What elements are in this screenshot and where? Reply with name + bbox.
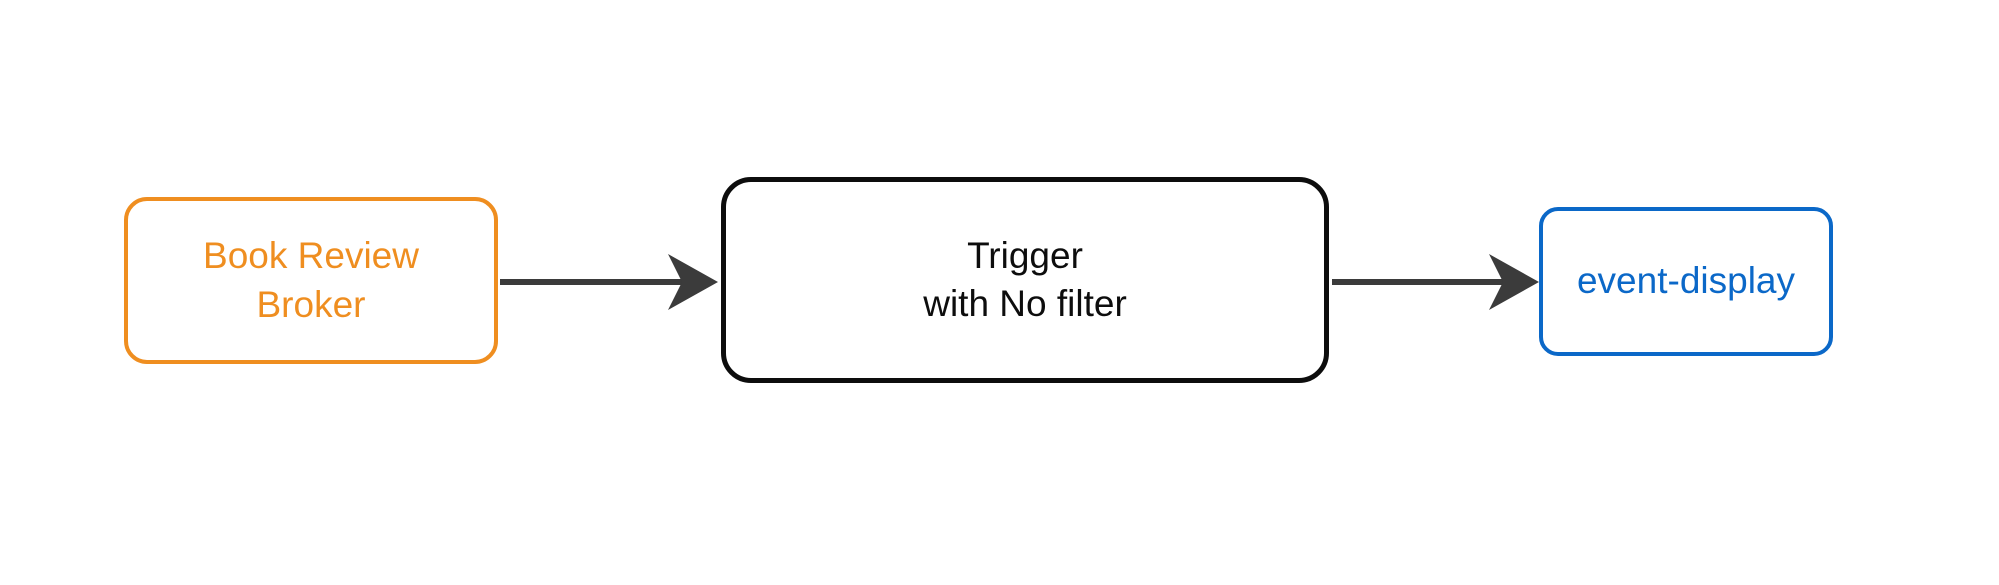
node-label-line-1: Book Review bbox=[203, 235, 419, 277]
node-trigger-with-no-filter[interactable]: Trigger with No filter bbox=[721, 177, 1329, 383]
node-event-display[interactable]: event-display bbox=[1539, 207, 1833, 356]
node-label-line-2: with No filter bbox=[923, 283, 1127, 324]
node-book-review-broker[interactable]: Book Review Broker bbox=[124, 197, 498, 364]
arrowhead-icon bbox=[1489, 254, 1539, 310]
arrowhead-icon bbox=[668, 254, 718, 310]
node-label-line-2: Broker bbox=[256, 283, 366, 325]
node-label-line-1: Trigger bbox=[967, 234, 1083, 276]
node-label-line-1: event-display bbox=[1576, 260, 1795, 302]
